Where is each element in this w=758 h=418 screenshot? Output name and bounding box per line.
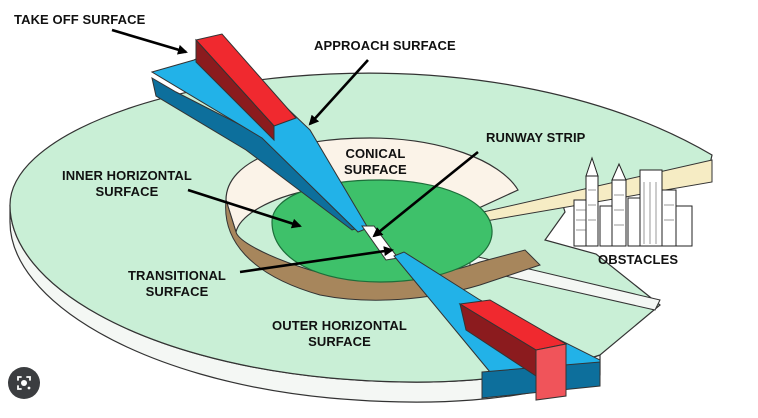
approach-surface-label: APPROACH SURFACE xyxy=(314,38,456,53)
lens-icon xyxy=(17,376,31,390)
conical-surface-shadow xyxy=(225,199,541,301)
conical-label-line2: SURFACE xyxy=(344,162,407,177)
take-off-surface-lower-side xyxy=(459,302,537,377)
transitional-arrow xyxy=(239,246,394,274)
transitional-label-line2: SURFACE xyxy=(145,284,209,299)
inner-horizontal-surface-label: INNER HORIZONTAL SURFACE xyxy=(62,168,192,200)
inner-horizontal-arrow xyxy=(187,188,302,229)
outer-label-line1: OUTER HORIZONTAL xyxy=(272,318,407,333)
conical-label-line1: CONICAL xyxy=(345,146,406,161)
obstacles-label: OBSTACLES xyxy=(598,252,679,267)
transitional-label-line1: TRANSITIONAL xyxy=(128,268,226,283)
obstacles-skyline xyxy=(573,156,693,247)
take-off-arrow xyxy=(111,28,188,55)
take-off-surface-label: TAKE OFF SURFACE xyxy=(14,12,146,27)
approach-arrow xyxy=(308,59,369,126)
runway-strip-label: RUNWAY STRIP xyxy=(486,130,586,145)
take-off-surface-lower-front xyxy=(535,343,567,401)
outer-label-line2: SURFACE xyxy=(308,334,371,349)
take-off-surface-upper-side xyxy=(195,38,275,142)
conical-surface-label: CONICAL SURFACE xyxy=(344,146,407,178)
obstacles-windows xyxy=(576,182,674,244)
inner-label-line1: INNER HORIZONTAL xyxy=(62,168,192,183)
lens-search-button[interactable] xyxy=(8,367,40,399)
inner-label-line2: SURFACE xyxy=(95,184,159,199)
transitional-surface-label: TRANSITIONAL SURFACE xyxy=(128,268,226,300)
runway-strip-arrow xyxy=(372,150,479,238)
outer-horizontal-surface-label: OUTER HORIZONTAL SURFACE xyxy=(272,318,407,350)
